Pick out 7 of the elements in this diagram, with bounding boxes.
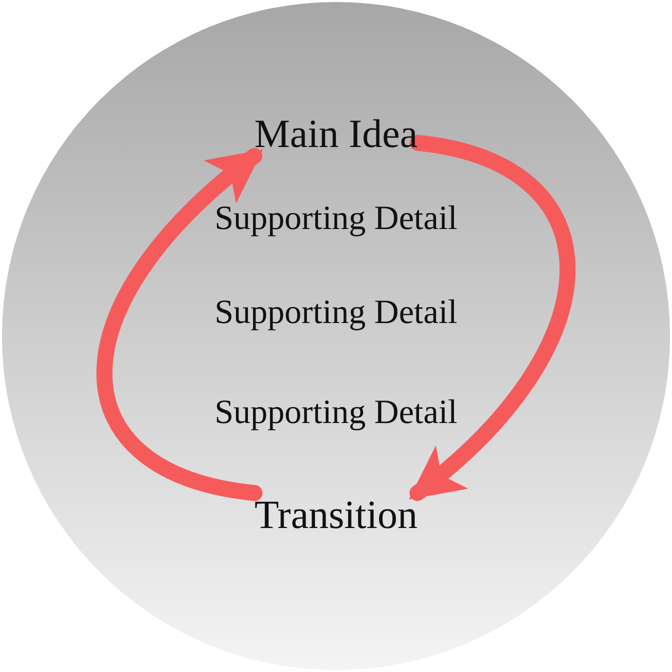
curved-arrow (96, 148, 263, 501)
curved-arrow (409, 134, 576, 501)
heading-text: Main Idea (254, 112, 418, 156)
body-text: Transition (254, 493, 418, 537)
body-text: Supporting Detail (214, 394, 458, 432)
body-text: Supporting Detail (214, 200, 458, 238)
body-text: Supporting Detail (214, 294, 458, 332)
